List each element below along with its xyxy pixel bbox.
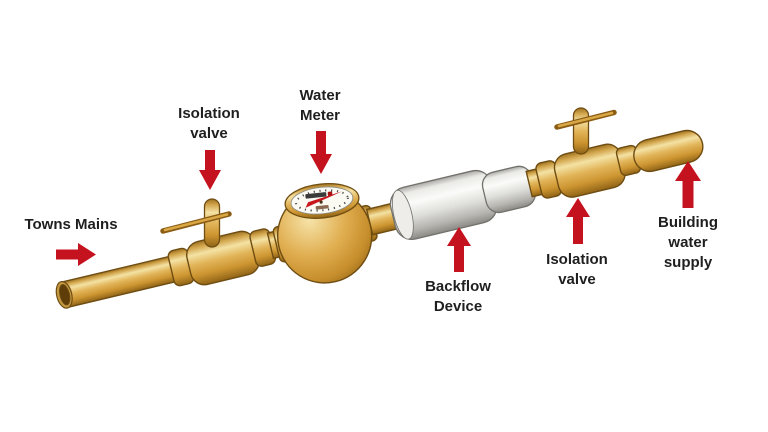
label-building-water-supply: Building water supply (658, 214, 718, 271)
dial-needle (305, 191, 343, 208)
label-backflow-device: Backflow Device (425, 278, 491, 315)
label-towns-mains: Towns Mains (24, 216, 118, 233)
isolation-valve-1 (167, 228, 277, 287)
backflow-device (389, 165, 536, 240)
building-supply-pipe (615, 129, 704, 177)
label-isolation-valve-1: Isolation valve (178, 105, 240, 142)
label-isolation-valve-2: Isolation valve (546, 251, 608, 288)
isolation-valve-2 (525, 143, 626, 199)
towns-mains-flow-arrow-icon (56, 243, 96, 266)
backflow-device-pointer-arrow-icon (447, 227, 471, 272)
pipe-open-end (55, 281, 73, 309)
meter-dial (284, 183, 360, 219)
isolation-valve-1-pointer-arrow-icon (199, 150, 221, 190)
isolation-valve-2-pointer-arrow-icon (566, 198, 590, 244)
label-water-meter: Water Meter (299, 87, 341, 124)
water-meter-pointer-arrow-icon (310, 131, 332, 174)
valve-stem-2 (554, 107, 617, 155)
backflow-end-face (391, 189, 414, 240)
building-water-supply-flow-arrow-icon (675, 161, 701, 208)
dial-register-digits (305, 192, 327, 199)
dial-pin (319, 200, 323, 204)
dial-sub-label (315, 204, 329, 210)
dial-ticks (295, 189, 349, 212)
valve-stem-1 (160, 198, 232, 248)
capped-pipe-end (633, 129, 704, 173)
